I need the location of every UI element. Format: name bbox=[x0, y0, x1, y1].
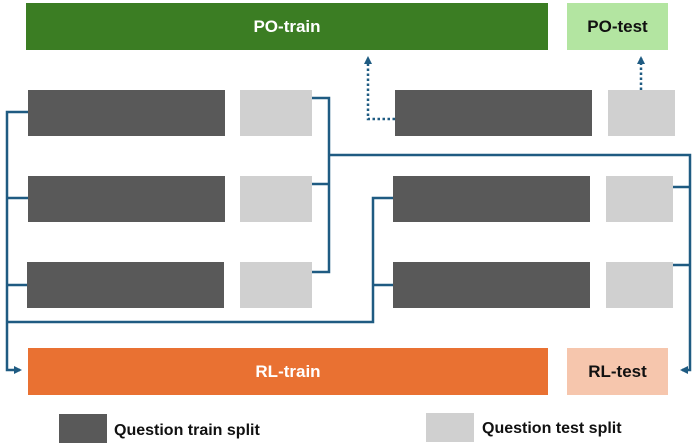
legend-test-label: Question test split bbox=[482, 420, 622, 437]
right-test-split-3 bbox=[606, 262, 673, 308]
po-test-bar: PO-test bbox=[567, 3, 668, 50]
po-train-bar: PO-train bbox=[26, 3, 548, 50]
rl-train-bar: RL-train bbox=[28, 348, 548, 395]
rl-test-bar: RL-test bbox=[567, 348, 668, 395]
left-train-split-3 bbox=[27, 262, 224, 308]
right-train-split-2 bbox=[393, 176, 590, 222]
right-train-split-1 bbox=[395, 90, 592, 136]
rl-test-label: RL-test bbox=[588, 361, 647, 381]
legend-train-swatch bbox=[59, 414, 107, 443]
right-train-collector-line bbox=[7, 196, 393, 324]
po-test-label: PO-test bbox=[587, 16, 648, 36]
right-test-split-2 bbox=[606, 176, 673, 222]
right-train-split-3 bbox=[393, 262, 590, 308]
legend-train-label: Question train split bbox=[114, 422, 260, 439]
rl-train-label: RL-train bbox=[255, 361, 321, 381]
legend-test-swatch bbox=[426, 413, 474, 442]
left-train-split-1 bbox=[28, 90, 225, 136]
left-train-to-rl-train-line bbox=[5, 110, 28, 374]
left-test-split-2 bbox=[240, 176, 312, 222]
left-train-split-2 bbox=[28, 176, 225, 222]
left-test-split-3 bbox=[240, 262, 312, 308]
left-test-to-rl-test-line bbox=[329, 153, 692, 374]
right-test-split-1 bbox=[608, 90, 675, 136]
dotted-to-po-train-arrow bbox=[364, 56, 395, 121]
po-train-label: PO-train bbox=[253, 16, 321, 36]
left-test-split-1 bbox=[240, 90, 312, 136]
